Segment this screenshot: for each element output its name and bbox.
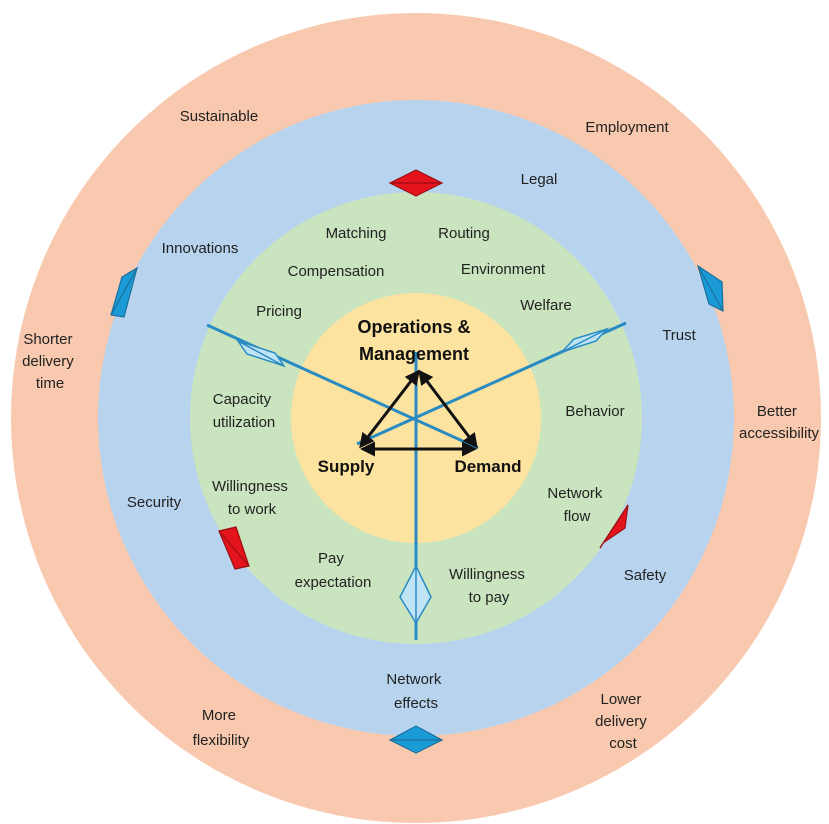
label-compensation: Compensation [288,263,385,280]
label-pricing: Pricing [256,303,302,320]
label-safety: Safety [624,567,667,584]
label-willingness-to-work: Willingness to work [212,478,292,518]
label-matching: Matching [326,225,387,242]
label-environment: Environment [461,261,546,278]
diamond-upper-left [110,266,138,318]
label-behavior: Behavior [565,403,624,420]
label-employment: Employment [585,119,669,136]
kite-left [236,339,286,368]
arrow-supply-operations [359,369,420,449]
label-pay-expectation: Pay expectation [295,550,372,591]
edge-diamonds [110,169,724,754]
diamond-bottom [388,725,444,754]
core-demand-label: Demand [454,457,521,476]
kite-bottom [399,564,432,625]
diamond-lower-left-red [218,526,250,570]
arrow-operations-demand [418,369,478,449]
label-lower-delivery-cost: Lower delivery cost [595,691,651,752]
kite-right [559,327,610,354]
label-network-effects: Network effects [386,671,445,712]
label-trust: Trust [662,327,696,344]
label-security: Security [127,494,182,511]
label-shorter-delivery-time: Shorter delivery time [22,331,78,392]
label-sustainable: Sustainable [180,108,258,125]
core-title-line2: Management [359,344,469,364]
label-capacity-utilization: Capacity utilization [213,391,276,431]
core-title-line1: Operations & [357,317,470,337]
label-willingness-to-pay: Willingness to pay [449,566,529,606]
core-supply-label: Supply [318,457,375,476]
label-innovations: Innovations [162,240,239,257]
label-more-flexibility: More flexibility [193,707,250,749]
label-legal: Legal [521,171,558,188]
label-network-flow: Network flow [547,485,606,525]
diamond-lower-right-red [599,504,629,549]
diamond-top-red [388,169,444,197]
diamond-upper-right [696,264,724,312]
inner-kites [236,327,610,625]
label-better-accessibility: Better accessibility [739,403,820,442]
core-triangle [359,369,478,457]
label-welfare: Welfare [520,297,571,314]
label-routing: Routing [438,225,490,242]
